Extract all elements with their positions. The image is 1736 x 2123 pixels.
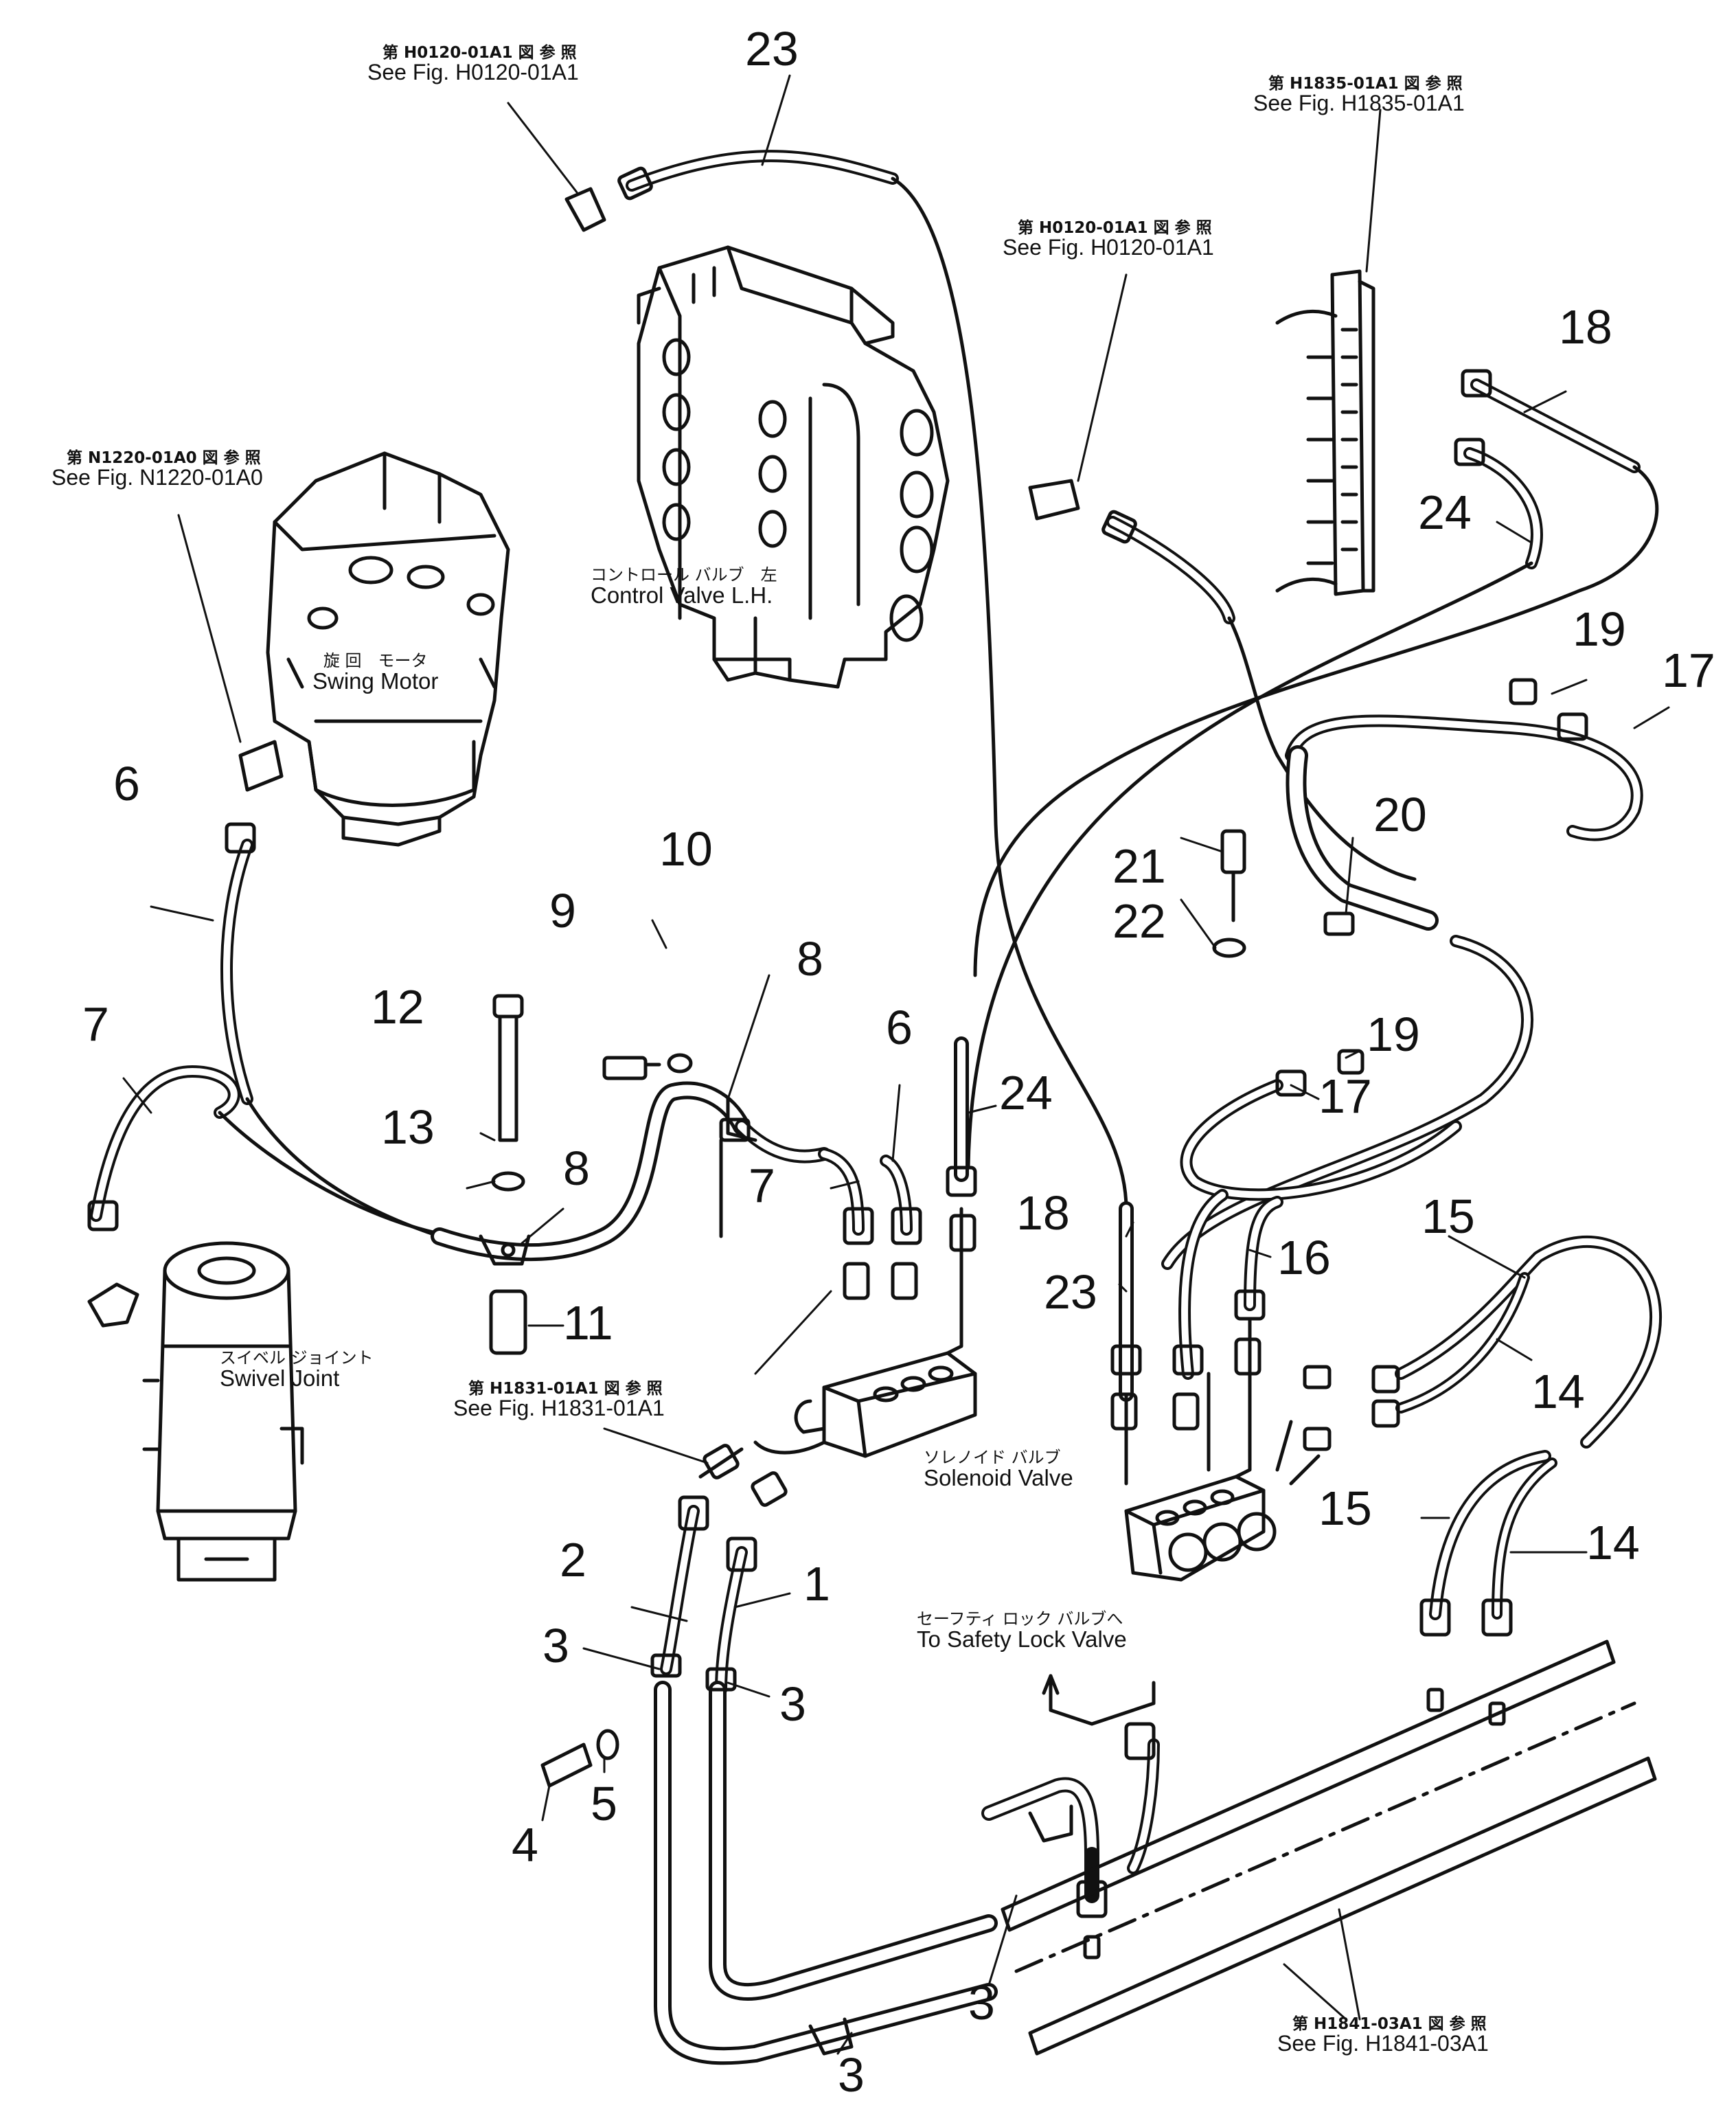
part-number-21: 21 xyxy=(1112,839,1166,893)
manifold-block-drawing xyxy=(1275,269,1375,596)
reference-h1835-en: See Fig. H1835-01A1 xyxy=(1253,91,1465,116)
part-number-1: 1 xyxy=(803,1557,830,1611)
label-swivel-joint: スイベル ジョイント Swivel Joint xyxy=(220,1348,374,1392)
part-number-17-bottom: 17 xyxy=(1318,1069,1372,1123)
label-swivel-joint-jp: スイベル ジョイント xyxy=(220,1348,374,1367)
part-number-15-top: 15 xyxy=(1421,1190,1475,1243)
part-number-19-top: 19 xyxy=(1573,602,1626,656)
part-number-23-bottom: 23 xyxy=(1044,1265,1097,1319)
label-solenoid-valve-jp: ソレノイド バルブ xyxy=(924,1448,1061,1467)
label-swing-motor-jp: 旋 回 モータ xyxy=(323,651,428,670)
part-number-4: 4 xyxy=(512,1818,538,1872)
part-number-3-c: 3 xyxy=(968,1976,995,2030)
control-valve-lh-drawing xyxy=(637,245,950,689)
part-number-12: 12 xyxy=(371,980,424,1034)
reference-h1841: 第 H1841-03A1 図 参 照 See Fig. H1841-03A1 xyxy=(1277,2016,1489,2056)
label-swing-motor-en: Swing Motor xyxy=(312,668,439,694)
reference-n1220-jp: 第 N1220-01A0 図 参 照 xyxy=(67,449,261,467)
part-number-18-top: 18 xyxy=(1559,300,1612,354)
reference-h1831: 第 H1831-01A1 図 参 照 See Fig. H1831-01A1 xyxy=(453,1381,665,1420)
reference-h1831-en: See Fig. H1831-01A1 xyxy=(453,1396,665,1421)
part-number-3-b: 3 xyxy=(779,1677,806,1731)
part-number-3-a: 3 xyxy=(542,1619,569,1672)
part-number-20: 20 xyxy=(1373,788,1427,841)
part-number-14-bottom: 14 xyxy=(1586,1516,1640,1569)
part-number-18-bottom: 18 xyxy=(1016,1186,1070,1240)
part-number-13: 13 xyxy=(381,1100,435,1154)
label-safety-lock-valve-jp: セーフティ ロック バルブへ xyxy=(917,1609,1123,1628)
part-number-23-top: 23 xyxy=(745,22,799,76)
reference-h1841-jp: 第 H1841-03A1 図 参 照 xyxy=(1292,2015,1487,2033)
part-number-7-left: 7 xyxy=(82,997,109,1051)
reference-h0120-top: 第 H0120-01A1 図 参 照 See Fig. H0120-01A1 xyxy=(367,45,579,84)
reference-h1835-jp: 第 H1835-01A1 図 参 照 xyxy=(1268,75,1463,93)
label-control-valve-lh-jp: コントロール バルブ 左 xyxy=(591,565,777,584)
part-number-7-center: 7 xyxy=(749,1159,775,1212)
fittings xyxy=(87,166,1588,2056)
part-number-14-top: 14 xyxy=(1531,1365,1585,1418)
reference-h0120-center-jp: 第 H0120-01A1 図 参 照 xyxy=(1018,219,1212,237)
reference-h0120-top-en: See Fig. H0120-01A1 xyxy=(367,60,579,85)
reference-n1220-en: See Fig. N1220-01A0 xyxy=(52,465,263,490)
part-number-9: 9 xyxy=(549,884,576,938)
label-swing-motor: 旋 回 モータ Swing Motor xyxy=(312,652,438,694)
solenoid-valve-left-drawing xyxy=(794,1351,977,1458)
reference-h0120-center-en: See Fig. H0120-01A1 xyxy=(1003,235,1214,260)
label-solenoid-valve: ソレノイド バルブ Solenoid Valve xyxy=(924,1449,1073,1490)
label-safety-lock-valve: セーフティ ロック バルブへ To Safety Lock Valve xyxy=(917,1609,1127,1653)
part-number-16: 16 xyxy=(1277,1231,1331,1284)
reference-h0120-center: 第 H0120-01A1 図 参 照 See Fig. H0120-01A1 xyxy=(1003,220,1214,260)
part-number-2: 2 xyxy=(560,1533,586,1587)
part-number-24-top: 24 xyxy=(1418,486,1472,539)
part-number-8-bottom: 8 xyxy=(563,1142,590,1195)
part-number-6-left: 6 xyxy=(113,757,140,810)
part-number-19-bottom: 19 xyxy=(1367,1008,1420,1061)
part-number-6-center: 6 xyxy=(886,1001,913,1054)
part-number-17-top: 17 xyxy=(1662,644,1715,697)
reference-h1831-jp: 第 H1831-01A1 図 参 照 xyxy=(468,1380,663,1398)
part-number-11: 11 xyxy=(563,1296,613,1350)
reference-n1220: 第 N1220-01A0 図 参 照 See Fig. N1220-01A0 xyxy=(52,450,263,490)
part-number-5: 5 xyxy=(591,1777,617,1830)
part-number-22: 22 xyxy=(1112,894,1166,948)
reference-h1835: 第 H1835-01A1 図 参 照 See Fig. H1835-01A1 xyxy=(1253,76,1465,115)
part-number-3-d: 3 xyxy=(838,2048,865,2102)
swivel-joint-drawing xyxy=(87,1241,304,1582)
label-control-valve-lh-en: Control Valve L.H. xyxy=(591,582,773,609)
reference-h0120-top-jp: 第 H0120-01A1 図 参 照 xyxy=(382,44,577,62)
part-number-10: 10 xyxy=(659,822,713,876)
part-number-24-center: 24 xyxy=(999,1066,1053,1120)
label-solenoid-valve-en: Solenoid Valve xyxy=(924,1465,1073,1491)
label-swivel-joint-en: Swivel Joint xyxy=(220,1365,340,1392)
reference-h1841-en: See Fig. H1841-03A1 xyxy=(1277,2031,1489,2056)
label-safety-lock-valve-en: To Safety Lock Valve xyxy=(917,1626,1127,1653)
leader-lines xyxy=(122,74,1670,2055)
part-number-15-bottom: 15 xyxy=(1318,1481,1372,1535)
hose-lines xyxy=(90,150,1663,2065)
label-control-valve-lh: コントロール バルブ 左 Control Valve L.H. xyxy=(591,565,777,609)
solenoid-valve-right-drawing xyxy=(1124,1475,1277,1582)
swing-motor-drawing xyxy=(266,451,510,847)
part-number-8-top: 8 xyxy=(797,932,823,986)
